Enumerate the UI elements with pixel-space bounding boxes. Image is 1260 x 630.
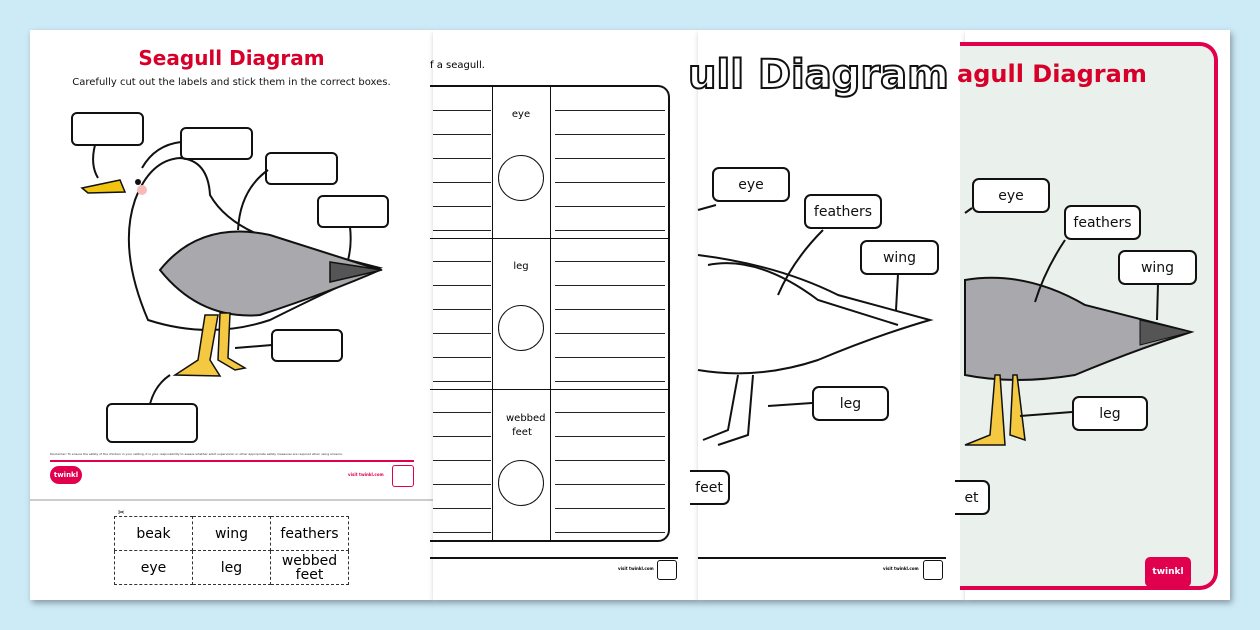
cut-label[interactable]: eye [114, 550, 193, 585]
visit-link[interactable]: visit twinkl.com [348, 472, 384, 477]
writing-line [433, 134, 491, 135]
label-wing: wing [1118, 250, 1197, 285]
writing-line [433, 333, 491, 334]
label-box-empty [71, 112, 144, 146]
disclaimer: Disclaimer: To ensure the safety of the … [50, 452, 343, 456]
row-label-webbed-feet: webbed feet [506, 413, 546, 438]
writing-line [555, 285, 665, 286]
writing-line [433, 460, 491, 461]
writing-line [555, 158, 665, 159]
writing-line [555, 357, 665, 358]
cut-label[interactable]: webbed feet [270, 550, 349, 585]
scissors-icon: ✂ [118, 508, 125, 517]
label-eye: eye [712, 167, 790, 202]
quality-badge [657, 560, 677, 580]
writing-line [433, 436, 491, 437]
page-title-outline: ull Diagram [687, 51, 950, 99]
writing-line [555, 110, 665, 111]
label-feet: et [955, 480, 990, 515]
label-feathers: feathers [1064, 205, 1141, 240]
writing-line [555, 412, 665, 413]
webbed-feet-picture [498, 460, 544, 506]
instruction: Carefully cut out the labels and stick t… [72, 77, 391, 88]
writing-line [433, 110, 491, 111]
eye-picture [498, 155, 544, 201]
writing-line [433, 381, 491, 382]
writing-line [555, 381, 665, 382]
writing-line [433, 412, 491, 413]
row-label-leg: leg [513, 261, 529, 272]
instruction-fragment: f a seagull. [430, 60, 485, 71]
writing-line [433, 182, 491, 183]
twinkl-logo: twinkl [1145, 557, 1191, 587]
footer-rule [430, 557, 678, 559]
page-title: Seagull Diagram [138, 46, 325, 70]
writing-line [555, 182, 665, 183]
quality-badge [923, 560, 943, 580]
writing-line [433, 357, 491, 358]
writing-line [555, 484, 665, 485]
description-table: eye leg webbed feet [430, 85, 670, 542]
label-eye: eye [972, 178, 1050, 213]
leg-picture [498, 305, 544, 351]
seagull-illustration [71, 112, 389, 443]
writing-line [555, 436, 665, 437]
label-feathers: feathers [804, 194, 882, 229]
writing-line [433, 285, 491, 286]
writing-line [433, 532, 491, 533]
seagull-illustration [964, 207, 1195, 446]
label-feet: feet [690, 470, 730, 505]
writing-line [433, 484, 491, 485]
visit-link[interactable]: visit twinkl.com [883, 566, 919, 571]
worksheet-page-3: ull Diagram eye feathers wing leg feet v… [687, 30, 965, 600]
worksheet-page-1: Seagull Diagram Carefully cut out the la… [30, 30, 433, 600]
cut-label[interactable]: feathers [270, 516, 349, 551]
seagull-outline-illustration [697, 204, 934, 446]
writing-line [555, 134, 665, 135]
quality-badge [392, 465, 414, 487]
writing-line [555, 508, 665, 509]
writing-line [433, 230, 491, 231]
twinkl-logo: twinkl [50, 466, 82, 484]
cut-label[interactable]: leg [192, 550, 271, 585]
writing-line [555, 261, 665, 262]
writing-line [555, 460, 665, 461]
writing-line [433, 206, 491, 207]
writing-line [555, 309, 665, 310]
writing-line [433, 309, 491, 310]
footer-rule [698, 557, 946, 559]
writing-line [433, 508, 491, 509]
cut-label[interactable]: wing [192, 516, 271, 551]
footer-rule [50, 460, 414, 462]
writing-line [555, 230, 665, 231]
cut-label[interactable]: beak [114, 516, 193, 551]
label-wing: wing [860, 240, 939, 275]
poster-page-4: agull Diagram eye feathers wing leg et t… [955, 30, 1230, 600]
writing-line [555, 206, 665, 207]
label-leg: leg [812, 386, 889, 421]
visit-link[interactable]: visit twinkl.com [618, 566, 654, 571]
writing-line [433, 261, 491, 262]
page-title: agull Diagram [957, 60, 1147, 88]
page-divider [30, 499, 433, 501]
writing-line [555, 333, 665, 334]
worksheet-page-2: f a seagull. eye leg webbed feet visit t… [430, 30, 698, 600]
label-leg: leg [1072, 396, 1148, 431]
writing-line [555, 532, 665, 533]
row-label-eye: eye [511, 109, 531, 120]
writing-line [433, 158, 491, 159]
